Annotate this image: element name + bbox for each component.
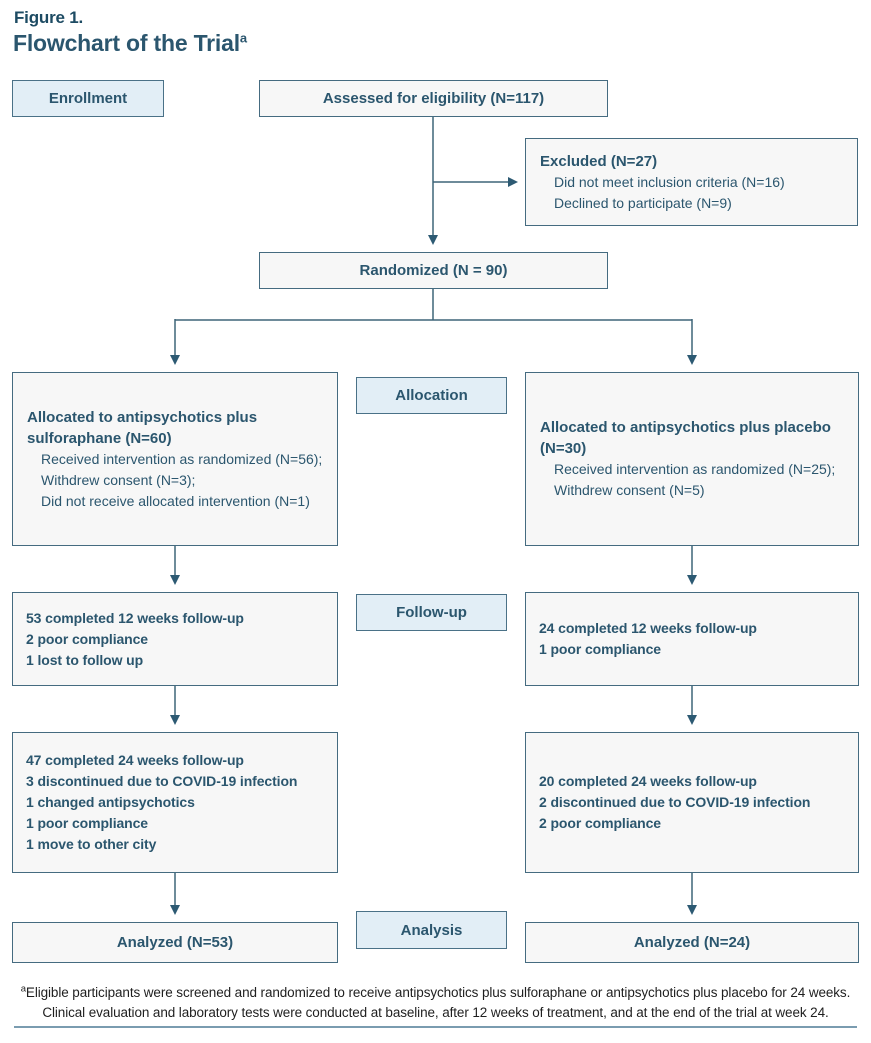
allocated-placebo-title: Allocated to antipsychotics plus placebo…: [540, 419, 831, 457]
flow-box-allocated-placebo: Allocated to antipsychotics plus placebo…: [525, 372, 859, 546]
flow-box-randomized: Randomized (N = 90): [259, 252, 608, 289]
footnote-text-2: Clinical evaluation and laboratory tests…: [42, 1005, 829, 1021]
figure-title-text: Flowchart of the Trial: [13, 30, 240, 56]
stage-label-enrollment: Enrollment: [12, 80, 164, 117]
allocated-sulforaphane-title: Allocated to antipsychotics plus sulfora…: [27, 408, 258, 447]
bottom-rule: [14, 1026, 857, 1028]
analyzed-sulforaphane-text: Analyzed (N=53): [116, 934, 234, 951]
flow-box-week24-sulforaphane: 47 completed 24 weeks follow-up 3 discon…: [12, 732, 338, 873]
analyzed-placebo-text: Analyzed (N=24): [633, 934, 751, 951]
footnote: aEligible participants were screened and…: [0, 982, 871, 1024]
excluded-title: Excluded (N=27): [540, 152, 658, 170]
allocated-placebo-line: Withdrew consent (N=5): [554, 482, 705, 498]
week24-sulforaphane-line: 3 discontinued due to COVID-19 infection: [26, 773, 298, 789]
week24-placebo-line: 2 poor compliance: [539, 815, 661, 831]
week12-sulforaphane-line: 2 poor compliance: [26, 630, 148, 647]
footnote-superscript: a: [20, 983, 26, 994]
week24-sulforaphane-line: 47 completed 24 weeks follow-up: [26, 752, 244, 768]
assessed-text: Assessed for eligibility (N=117): [322, 90, 545, 107]
randomized-text: Randomized (N = 90): [359, 262, 508, 279]
week12-sulforaphane-line: 1 lost to follow up: [26, 651, 144, 668]
flow-box-allocated-sulforaphane: Allocated to antipsychotics plus sulfora…: [12, 372, 338, 546]
week24-sulforaphane-line: 1 move to other city: [26, 836, 157, 852]
footnote-text-1: Eligible participants were screened and …: [25, 984, 851, 1000]
allocated-placebo-line: Received intervention as randomized (N=2…: [554, 461, 836, 477]
week12-placebo-line: 24 completed 12 weeks follow-up: [539, 620, 757, 636]
flow-box-analyzed-placebo: Analyzed (N=24): [525, 922, 859, 963]
figure-number: Figure 1.: [14, 8, 84, 27]
flow-box-week12-placebo: 24 completed 12 weeks follow-up 1 poor c…: [525, 592, 859, 686]
flow-box-week24-placebo: 20 completed 24 weeks follow-up 2 discon…: [525, 732, 859, 873]
week24-placebo-line: 2 discontinued due to COVID-19 infection: [539, 794, 811, 810]
excluded-line: Did not meet inclusion criteria (N=16): [554, 173, 785, 190]
week12-placebo-line: 1 poor compliance: [539, 641, 661, 657]
week12-sulforaphane-line: 53 completed 12 weeks follow-up: [26, 609, 244, 626]
figure-title: Flowchart of the Triala: [13, 30, 247, 57]
allocated-sulforaphane-line: Did not receive allocated intervention (…: [41, 492, 310, 509]
flow-box-excluded: Excluded (N=27) Did not meet inclusion c…: [525, 138, 858, 226]
stage-label-followup: Follow-up: [356, 594, 507, 631]
flow-box-assessed: Assessed for eligibility (N=117): [259, 80, 608, 117]
allocated-sulforaphane-line: Received intervention as randomized (N=5…: [41, 450, 323, 467]
figure-title-superscript: a: [239, 30, 247, 46]
week24-placebo-line: 20 completed 24 weeks follow-up: [539, 773, 757, 789]
allocated-sulforaphane-line: Withdrew consent (N=3);: [41, 471, 196, 488]
footnote-line: aEligible participants were screened and…: [20, 983, 851, 1000]
stage-label-allocation: Allocation: [356, 377, 507, 414]
stage-label-analysis: Analysis: [356, 911, 507, 949]
flow-box-analyzed-sulforaphane: Analyzed (N=53): [12, 922, 338, 963]
week24-sulforaphane-line: 1 changed antipsychotics: [26, 794, 195, 810]
flow-box-week12-sulforaphane: 53 completed 12 weeks follow-up 2 poor c…: [12, 592, 338, 686]
excluded-line: Declined to participate (N=9): [554, 194, 732, 211]
week24-sulforaphane-line: 1 poor compliance: [26, 815, 148, 831]
